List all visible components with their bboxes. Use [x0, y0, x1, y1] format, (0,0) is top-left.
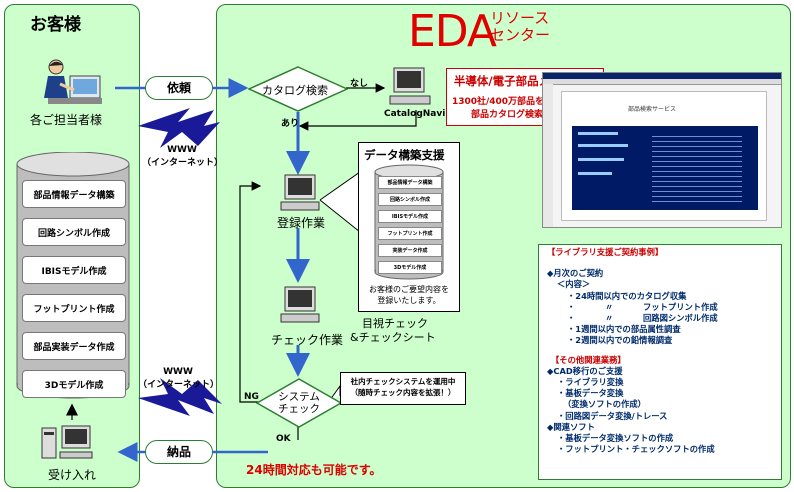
service-item: IBISモデル作成 — [22, 256, 126, 284]
receive-computer-icon — [41, 425, 93, 459]
catalognavi-label: CatalogNavi — [384, 109, 446, 119]
ok-label: OK — [276, 434, 291, 444]
request-pill: 依頼 — [145, 76, 213, 100]
system-check-label: システム チェック — [278, 391, 320, 415]
customer-title: お客様 — [30, 15, 81, 35]
contract-examples-box: 【ライブラリ支援ご契約事例】 ◆月次のご契約 ＜内容＞ ・24時間以内でのカタロ… — [538, 244, 782, 480]
data-support-note: お客様のご要望内容を 登録いたします。 — [369, 285, 449, 305]
deliver-pill: 納品 — [145, 440, 213, 464]
contract-monthly: ◆月次のご契約 — [547, 268, 604, 279]
catalog-search-label: カタログ検索 — [262, 84, 328, 97]
visual-check-label: 目視チェック &チェックシート — [350, 317, 436, 344]
data-support-item: フットプリント作成 — [378, 227, 442, 240]
catalognavi-computer-icon — [389, 67, 431, 105]
data-support-item: 3Dモデル作成 — [378, 261, 442, 274]
person-at-computer-icon — [44, 59, 102, 104]
contract-other: 【その他関連業務】 — [551, 354, 626, 365]
receive-label: 受け入れ — [48, 468, 97, 482]
register-computer-icon — [280, 174, 320, 211]
check-computer-icon — [280, 286, 320, 323]
service-item: フットプリント作成 — [22, 294, 126, 322]
service-item: 回路シンボル作成 — [22, 218, 126, 246]
contract-heading: 【ライブラリ支援ご契約事例】 — [547, 247, 664, 257]
check-work-label: チェック作業 — [271, 333, 344, 347]
www-bottom: WWW （インターネット） — [138, 367, 220, 390]
catalog-search-diamond — [248, 66, 348, 112]
service-item: 部品情報データ構築 — [22, 180, 126, 208]
center-title-sub: リソース センター — [490, 9, 551, 44]
screenshot-inner: 部品検索サービス — [561, 91, 767, 221]
center-title-main: EDA — [408, 6, 497, 57]
system-note-box: 社内チェックシステムを運用中 （随時チェック内容を拡張！） — [340, 372, 466, 405]
screenshot-header: 部品検索サービス — [628, 106, 677, 113]
maker-line1: 1300社/400万部品をサポートする — [451, 97, 599, 107]
person-label: 各ご担当者様 — [30, 113, 103, 127]
maker-line2: 部品カタログ検索エンジン — [470, 110, 579, 120]
service-screenshot: 部品検索サービス — [542, 72, 782, 228]
www-top: WWW （インターネット） — [142, 145, 224, 168]
data-support-title: データ構築支援 — [364, 148, 445, 162]
system-check-diamond — [256, 378, 342, 428]
register-label: 登録作業 — [277, 216, 326, 230]
support-24h-label: 24時間対応も可能です。 — [246, 463, 382, 477]
data-support-item: 回路シンボル作成 — [378, 193, 442, 206]
ng-label: NG — [244, 392, 259, 402]
service-item: 3Dモデル作成 — [22, 370, 126, 398]
exists-label: あり — [281, 119, 300, 129]
none-label: なし — [350, 79, 369, 89]
data-support-item: 部品情報データ構築 — [378, 176, 442, 189]
contract-content: ＜内容＞ — [557, 279, 591, 290]
data-support-item: IBISモデル作成 — [378, 210, 442, 223]
center-title: EDA — [408, 6, 497, 57]
service-item: 部品実装データ作成 — [22, 332, 126, 360]
data-support-item: 実装データ作成 — [378, 244, 442, 257]
